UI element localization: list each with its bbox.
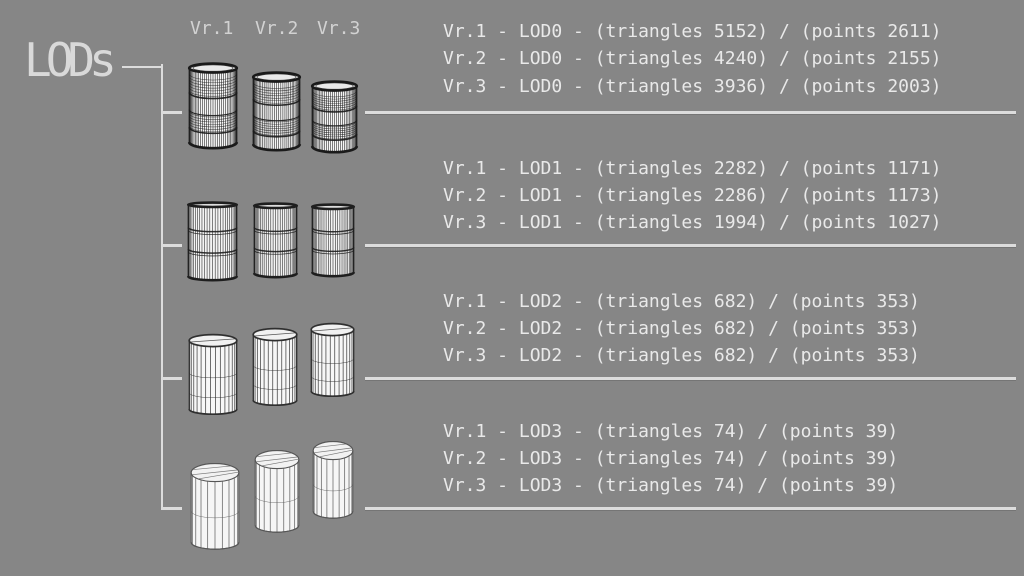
stat-line-vr2-lod1: Vr.2 - LOD1 - (triangles 2286) / (points… xyxy=(443,184,942,206)
tree-tick-lod2 xyxy=(160,377,182,380)
barrel-model-vr3-lod2 xyxy=(310,322,355,398)
page-title: LODs xyxy=(24,33,117,87)
stats-block-lod2: Vr.1 - LOD2 - (triangles 682) / (points … xyxy=(443,288,920,370)
barrel-model-vr1-lod2 xyxy=(188,333,238,416)
tree-vertical-line xyxy=(160,64,163,510)
stat-line-vr3-lod1: Vr.3 - LOD1 - (triangles 1994) / (points… xyxy=(443,212,942,234)
tree-tick-lod3 xyxy=(160,507,182,510)
stat-line-vr3-lod2: Vr.3 - LOD2 - (triangles 682) / (points … xyxy=(443,345,920,367)
stat-line-vr1-lod0: Vr.1 - LOD0 - (triangles 5152) / (points… xyxy=(443,21,942,42)
stats-block-lod0: Vr.1 - LOD0 - (triangles 5152) / (points… xyxy=(443,18,942,100)
stat-line-vr3-lod0: Vr.3 - LOD0 - (triangles 3936) / (points… xyxy=(443,75,942,97)
barrel-model-vr1-lod1 xyxy=(186,201,239,282)
stats-block-lod1: Vr.1 - LOD1 - (triangles 2282) / (points… xyxy=(443,155,942,237)
stats-block-lod3: Vr.1 - LOD3 - (triangles 74) / (points 3… xyxy=(443,418,898,500)
divider-line-lod1 xyxy=(365,244,1016,247)
barrel-model-vr3-lod3 xyxy=(312,441,354,519)
stat-line-vr2-lod2: Vr.2 - LOD2 - (triangles 682) / (points … xyxy=(443,317,920,339)
column-header-vr3: Vr.3 xyxy=(317,18,361,39)
barrel-model-vr2-lod0 xyxy=(251,71,302,152)
divider-line-lod2 xyxy=(365,377,1016,380)
stat-line-vr1-lod2: Vr.1 - LOD2 - (triangles 682) / (points … xyxy=(443,290,920,312)
tree-tick-lod1 xyxy=(160,244,182,247)
stat-line-vr1-lod1: Vr.1 - LOD1 - (triangles 2282) / (points… xyxy=(443,157,942,179)
stat-line-vr2-lod0: Vr.2 - LOD0 - (triangles 4240) / (points… xyxy=(443,48,942,70)
column-header-vr1: Vr.1 xyxy=(190,18,234,39)
stat-line-vr2-lod3: Vr.2 - LOD3 - (triangles 74) / (points 3… xyxy=(443,447,899,469)
barrel-model-vr2-lod1 xyxy=(252,202,299,279)
tree-tick-lod0 xyxy=(160,111,182,114)
column-header-vr2: Vr.2 xyxy=(255,18,299,39)
barrel-model-vr1-lod0 xyxy=(187,62,239,150)
divider-line-lod0 xyxy=(365,111,1016,114)
barrel-model-vr3-lod1 xyxy=(310,203,356,278)
stat-line-vr1-lod3: Vr.1 - LOD3 - (triangles 74) / (points 3… xyxy=(443,420,899,442)
barrel-model-vr3-lod0 xyxy=(310,80,359,154)
barrel-model-vr1-lod3 xyxy=(190,463,240,550)
barrel-model-vr2-lod2 xyxy=(252,327,298,407)
barrel-model-vr2-lod3 xyxy=(254,450,300,533)
stat-line-vr3-lod3: Vr.3 - LOD3 - (triangles 74) / (points 3… xyxy=(443,475,899,497)
divider-line-lod3 xyxy=(365,507,1016,510)
title-connector-line xyxy=(122,65,162,68)
